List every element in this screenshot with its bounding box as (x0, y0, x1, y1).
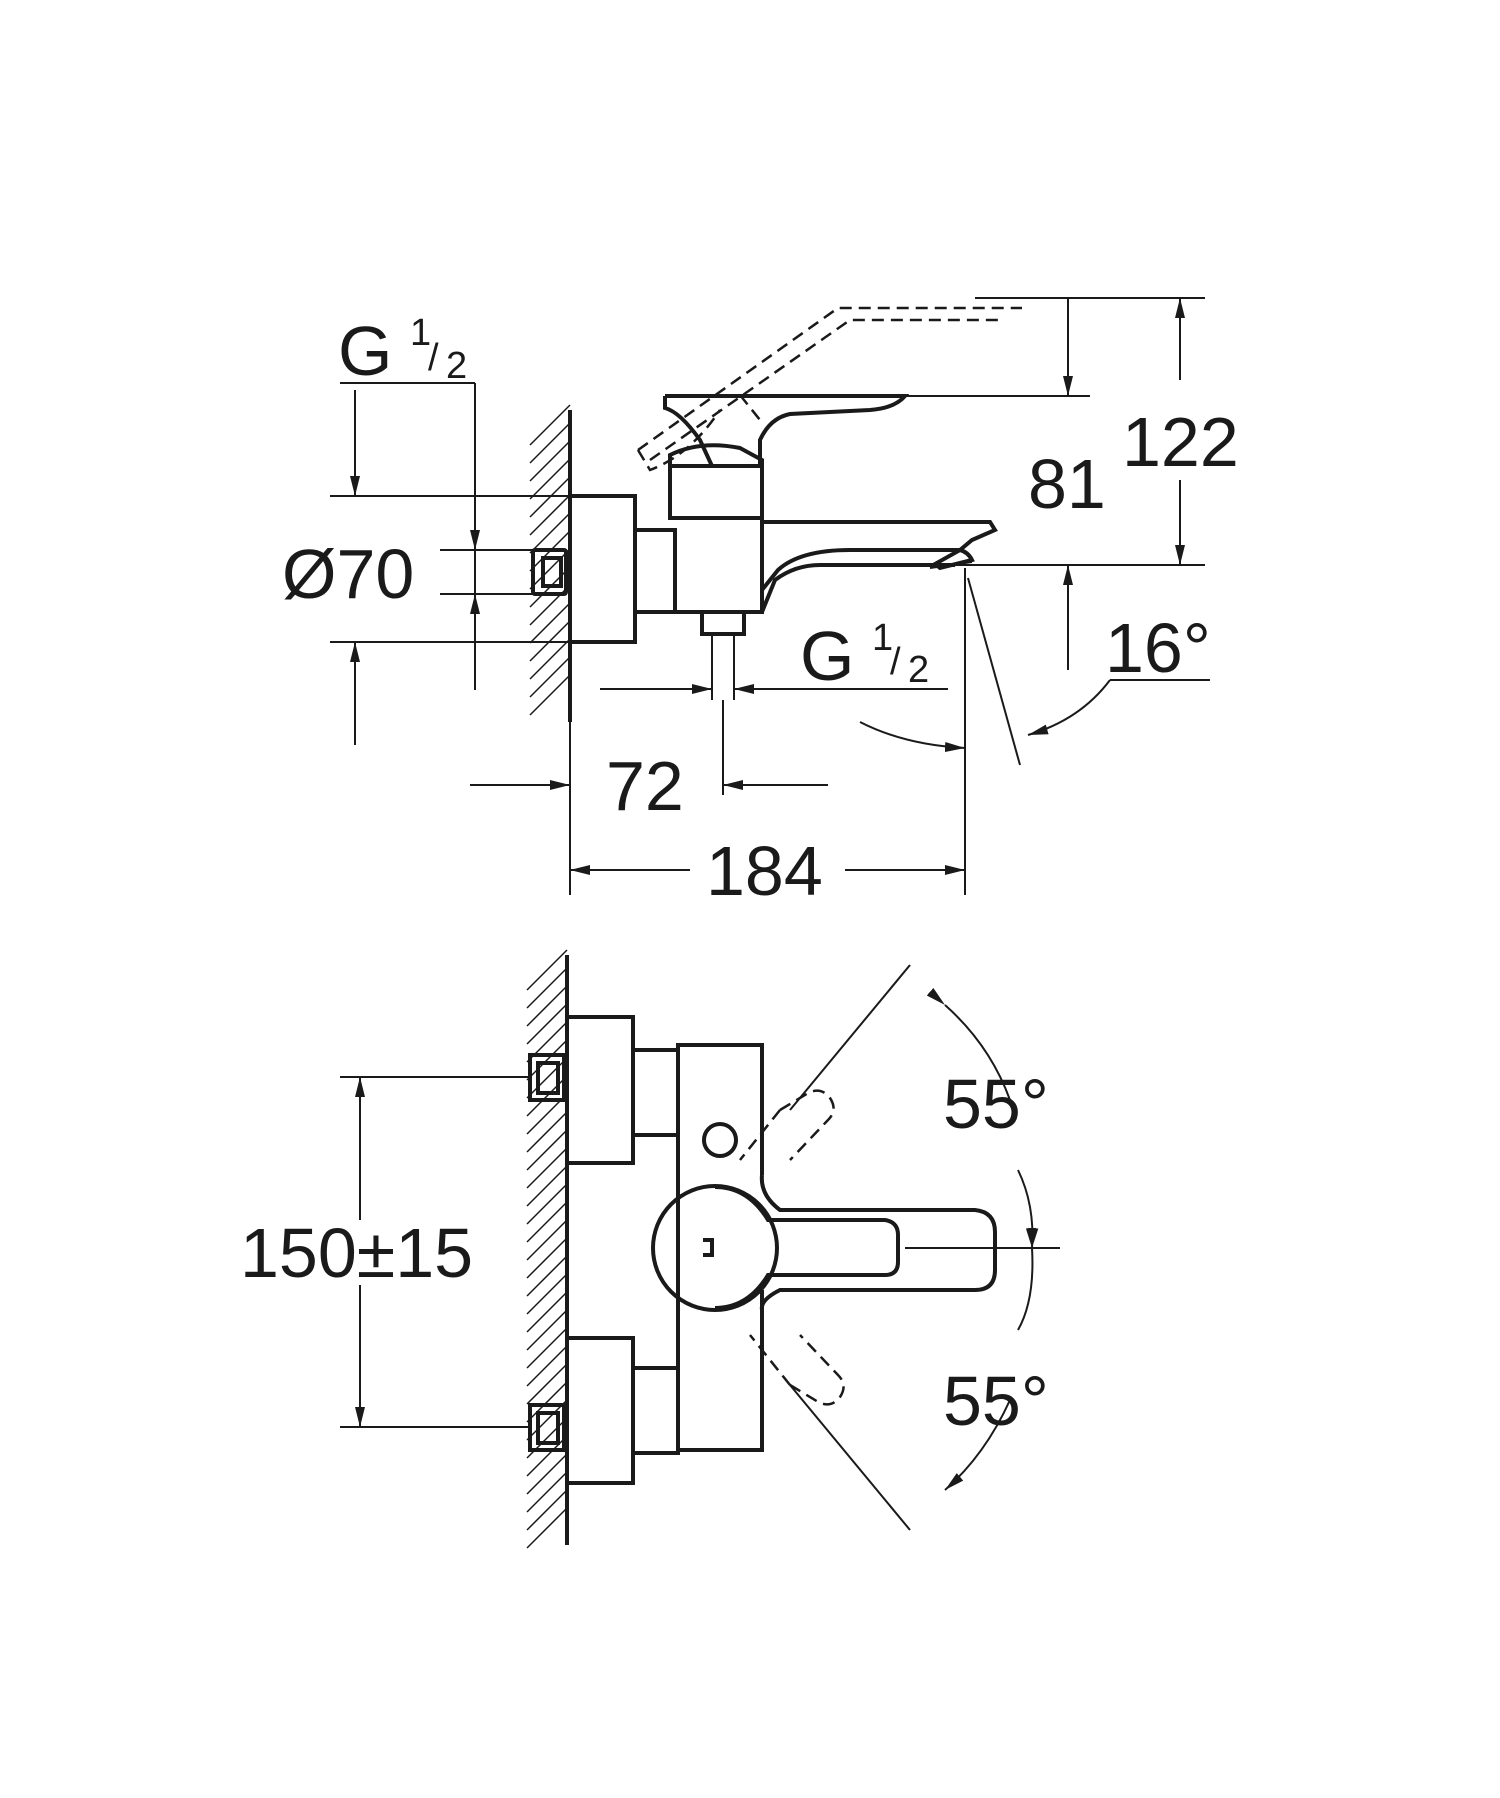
spout-side (760, 520, 998, 613)
wall-hatch-line (529, 404, 571, 446)
wall-hatch-line (526, 1183, 568, 1225)
dimension-lines-side (330, 297, 1210, 895)
dimension-lines-front (340, 964, 1060, 1531)
wall-hatch-line (529, 494, 571, 536)
inlet-thread-numerator: 1 (410, 312, 431, 354)
dimension-labels-side: G 1 / 2 Ø70 81 122 16° G 1 / 2 72 184 (282, 312, 1239, 910)
wall-hatch-line (526, 1381, 568, 1423)
wall-hatch-line (526, 1129, 568, 1171)
wall-hatch-line (526, 1309, 568, 1351)
wall-hatch-line (529, 440, 571, 482)
outlet-thread-slash: / (890, 641, 901, 683)
mixer-body-side (663, 394, 910, 700)
overall-height-label: 122 (1122, 403, 1239, 481)
wall-hatch-line (529, 548, 571, 590)
wall-hatch-line (529, 638, 571, 680)
wall-hatch-line (526, 1003, 568, 1045)
wall-hatch-line (526, 1075, 568, 1117)
wall-hatch-line (529, 584, 571, 626)
outlet-thread-prefix: G (800, 617, 854, 695)
wall-front (526, 949, 569, 1549)
escutcheon-side (531, 494, 677, 644)
wall-hatch-line (526, 1147, 568, 1189)
wall-hatch-line (526, 1489, 568, 1531)
wall-hatch-line (529, 656, 571, 698)
lever-raised-dashed (636, 306, 1022, 472)
spout-angle-label: 16° (1105, 609, 1211, 687)
outlet-offset-label: 72 (606, 747, 684, 825)
inlet-thread-label: G 1 / 2 (338, 312, 467, 390)
inlet-thread-prefix: G (338, 312, 392, 390)
wall-hatch-line (526, 1327, 568, 1369)
wall-hatch-line (526, 1291, 568, 1333)
projection-label: 184 (706, 832, 823, 910)
wall-hatch-line (526, 1201, 568, 1243)
wall-hatch-line (526, 1453, 568, 1495)
wall-hatch-line (529, 458, 571, 500)
wall-hatch-line (526, 1255, 568, 1297)
mixer-body-front (676, 1043, 764, 1452)
wall-hatch-line (529, 602, 571, 644)
outlet-thread-label: G 1 / 2 (800, 617, 929, 695)
spout-height-label: 81 (1028, 445, 1106, 523)
lever-angle-down-label: 55° (943, 1362, 1049, 1440)
inlet-thread-denominator: 2 (446, 345, 467, 387)
lever-angle-up-label: 55° (943, 1065, 1049, 1143)
lever-front (651, 1174, 997, 1312)
outlet-thread-numerator: 1 (872, 617, 893, 659)
wall-hatch-line (526, 1471, 568, 1513)
front-view: 150±15 55° 55° (240, 949, 1060, 1549)
escutcheon-diameter-label: Ø70 (282, 535, 414, 613)
wall-hatch-line (526, 1345, 568, 1387)
wall-hatch-line (526, 1057, 568, 1099)
lever-swing-dashed (739, 1089, 845, 1406)
wall-hatch-line (526, 1363, 568, 1405)
wall-hatch-line (526, 985, 568, 1027)
outlet-thread-denominator: 2 (908, 649, 929, 691)
wall-hatch-line (526, 1507, 568, 1549)
wall-hatch-line (526, 1039, 568, 1081)
wall-hatch-line (526, 1165, 568, 1207)
wall-hatch-line (526, 967, 568, 1009)
side-view: G 1 / 2 Ø70 81 122 16° G 1 / 2 72 184 (282, 297, 1239, 910)
wall-hatch-line (526, 949, 568, 991)
wall-hatch-line (526, 1237, 568, 1279)
dimension-labels-front: 150±15 55° 55° (240, 1065, 1049, 1440)
wall-hatch-line (526, 1273, 568, 1315)
wall-hatch-line (529, 512, 571, 554)
inlet-thread-slash: / (428, 337, 439, 379)
wall-hatch-line (529, 674, 571, 716)
wall-hatch-line (526, 1435, 568, 1477)
wall-hatch-line (529, 422, 571, 464)
wall-hatch-line (526, 1219, 568, 1261)
centre-distance-label: 150±15 (240, 1214, 473, 1292)
wall-hatch-line (526, 1111, 568, 1153)
